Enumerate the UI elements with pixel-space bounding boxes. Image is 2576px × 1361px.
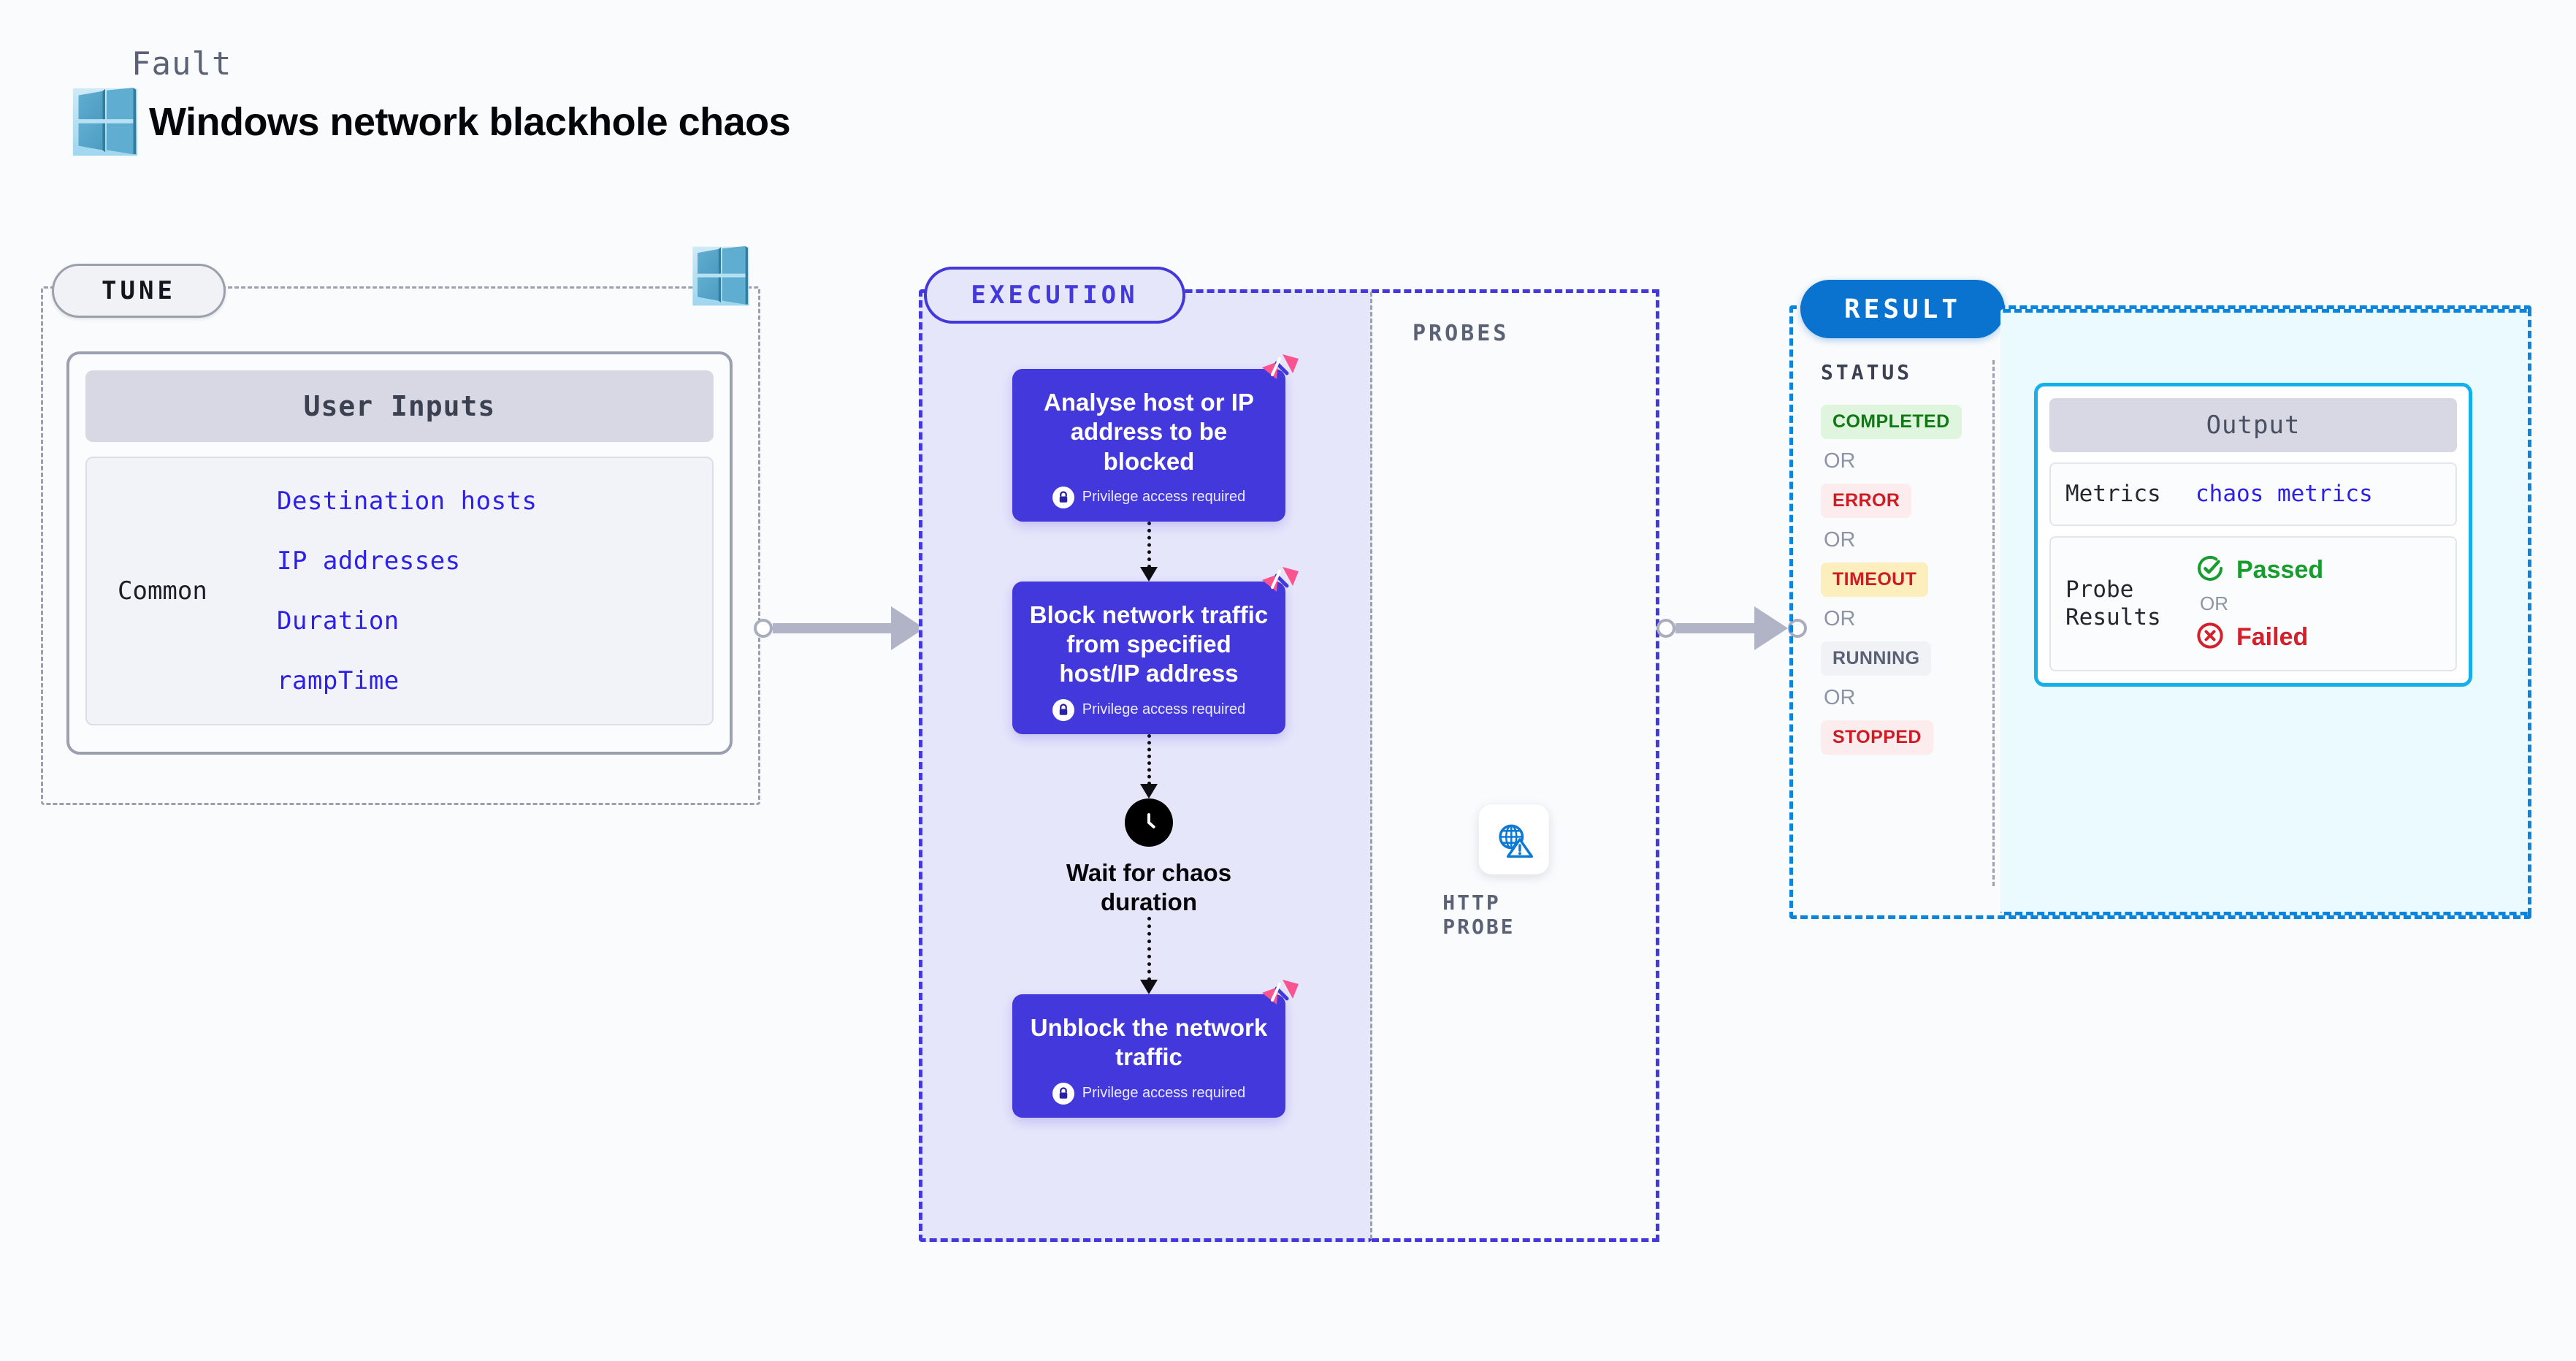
page-header: Fault <box>70 45 791 157</box>
input-field[interactable]: rampTime <box>277 666 400 695</box>
output-metrics-value[interactable]: chaos metrics <box>2195 481 2373 508</box>
privilege-note-text: Privilege access required <box>1082 701 1246 717</box>
flow-arrow-line <box>1147 521 1151 568</box>
flow-arrow-head <box>1140 566 1158 582</box>
tune-panel: TUNE User Inputs Common Destination host… <box>41 264 760 805</box>
input-group-label: Common <box>118 576 207 606</box>
check-circle-icon <box>2195 554 2225 587</box>
lock-icon <box>1052 698 1074 721</box>
execution-panel: EXECUTION Analyse host or IP address to … <box>919 267 1375 1242</box>
chaos-mark-icon <box>1261 351 1302 392</box>
execution-flow: Analyse host or IP address to be blocked… <box>922 354 1375 1118</box>
probes-label: PROBES <box>1413 321 1510 346</box>
privilege-note-text: Privilege access required <box>1082 489 1246 506</box>
lock-icon <box>1052 1082 1074 1105</box>
connector-start-dot <box>754 619 773 638</box>
page-title: Windows network blackhole chaos <box>149 100 791 144</box>
flow-arrow-line <box>1147 917 1151 981</box>
flow-arrow <box>1140 521 1158 582</box>
fault-kicker: Fault <box>131 45 232 83</box>
flow-arrow-line <box>1147 733 1151 785</box>
probe-result-failed: Failed <box>2195 621 2323 654</box>
or-separator: OR <box>1824 528 1856 552</box>
result-panel: RESULT STATUS COMPLETED OR ERROR OR TIME… <box>1789 280 2531 919</box>
probe-failed-label: Failed <box>2236 622 2309 651</box>
or-separator: OR <box>1824 449 1856 473</box>
or-separator: OR <box>1824 686 1856 709</box>
user-inputs-header: User Inputs <box>85 370 714 442</box>
input-field-list: Destination hosts IP addresses Duration … <box>233 487 712 695</box>
execution-step[interactable]: Unblock the network traffic Privilege ac… <box>1012 980 1299 1118</box>
output-metrics-row: Metrics chaos metrics <box>2049 462 2457 526</box>
execution-badge: EXECUTION <box>924 267 1185 324</box>
x-circle-icon <box>2195 621 2225 654</box>
status-badge: TIMEOUT <box>1821 563 1929 597</box>
status-badge: ERROR <box>1821 484 1912 518</box>
connector-execution-to-result <box>1656 606 1807 650</box>
execution-step-title: Unblock the network traffic <box>1030 1014 1268 1071</box>
status-badge: RUNNING <box>1821 641 1932 676</box>
chaos-mark-icon <box>1261 977 1302 1018</box>
status-badge: STOPPED <box>1821 720 1933 755</box>
wait-node-label: Wait for chaos duration <box>1066 858 1232 915</box>
output-probe-results-row: Probe Results Passed OR <box>2049 535 2457 671</box>
probes-panel: PROBES HTTP PROBE <box>1372 289 1659 1242</box>
connector-arrowhead <box>1754 606 1788 650</box>
privilege-note: Privilege access required <box>1027 1082 1271 1105</box>
input-field[interactable]: IP addresses <box>277 546 461 576</box>
flow-arrow-head <box>1140 980 1158 994</box>
connector-bar <box>773 623 893 633</box>
windows-logo-icon <box>690 245 752 307</box>
execution-step[interactable]: Block network traffic from specified hos… <box>1012 566 1299 734</box>
probe-result-passed: Passed <box>2195 554 2323 587</box>
chaos-mark-icon <box>1261 564 1302 605</box>
input-field[interactable]: Duration <box>277 606 400 636</box>
status-badge: COMPLETED <box>1821 405 1962 439</box>
flow-arrow <box>1140 917 1158 994</box>
clock-icon <box>1125 798 1173 847</box>
probe-caption: HTTP PROBE <box>1442 891 1516 939</box>
output-metrics-key: Metrics <box>2065 481 2161 507</box>
execution-step-title: Analyse host or IP address to be blocked <box>1044 389 1254 475</box>
execution-step-title: Block network traffic from specified hos… <box>1029 601 1269 687</box>
probe-item[interactable]: HTTP PROBE <box>1442 804 1585 939</box>
result-badge: RESULT <box>1800 280 2005 338</box>
result-output-region: Output Metrics chaos metrics Probe Resul… <box>2000 309 2531 915</box>
output-header: Output <box>2049 398 2457 452</box>
output-card: Output Metrics chaos metrics Probe Resul… <box>2034 383 2472 687</box>
or-separator: OR <box>2200 592 2228 614</box>
privilege-note: Privilege access required <box>1027 698 1271 721</box>
execution-step[interactable]: Analyse host or IP address to be blocked… <box>1012 354 1299 522</box>
user-inputs-card: User Inputs Common Destination hosts IP … <box>66 351 733 755</box>
status-title: STATUS <box>1821 360 1913 384</box>
output-probe-key: Probe Results <box>2065 576 2161 631</box>
connector-start-dot <box>1656 619 1675 638</box>
tune-badge: TUNE <box>52 264 226 318</box>
lock-icon <box>1052 486 1074 508</box>
user-inputs-body: Common Destination hosts IP addresses Du… <box>85 457 714 725</box>
flow-arrow-head <box>1140 783 1158 798</box>
or-separator: OR <box>1824 607 1856 630</box>
connector-tune-to-execution <box>754 606 944 650</box>
status-column: STATUS COMPLETED OR ERROR OR TIMEOUT OR … <box>1821 360 1995 886</box>
probe-result-values: Passed OR Failed <box>2195 554 2323 654</box>
probe-passed-label: Passed <box>2236 555 2324 584</box>
flow-arrow <box>1140 733 1158 798</box>
wait-node: Wait for chaos duration <box>1039 798 1258 918</box>
execution-probes-divider <box>1370 292 1372 1239</box>
globe-warning-icon <box>1478 804 1549 874</box>
windows-logo-icon <box>70 87 140 157</box>
privilege-note: Privilege access required <box>1027 486 1271 508</box>
privilege-note-text: Privilege access required <box>1082 1085 1246 1101</box>
connector-bar <box>1675 623 1756 633</box>
input-field[interactable]: Destination hosts <box>277 487 538 516</box>
